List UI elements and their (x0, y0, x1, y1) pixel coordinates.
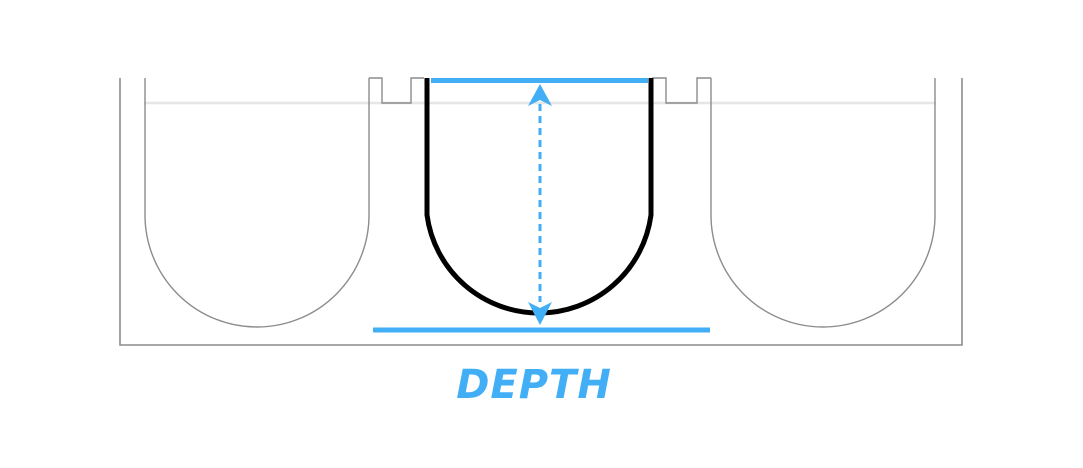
left-cup-outline (144, 78, 370, 328)
right-divider-notch (652, 77, 711, 104)
depth-label: DEPTH (456, 362, 612, 408)
arrow-up-icon (528, 84, 552, 106)
tray-outline (119, 78, 963, 346)
arrow-down-icon (528, 302, 552, 325)
left-divider-notch (369, 77, 424, 104)
right-cup-outline (710, 78, 936, 328)
